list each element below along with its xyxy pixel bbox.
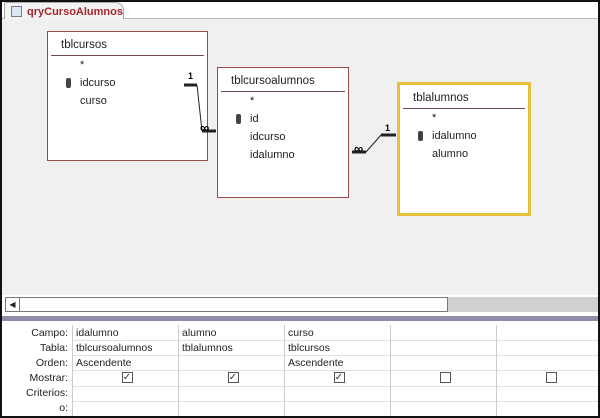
field-item[interactable]: * bbox=[80, 59, 85, 71]
grid-cell-mostrar: ✓ bbox=[179, 372, 284, 387]
field-item[interactable]: alumno bbox=[432, 148, 469, 160]
row-label-campo: Campo: bbox=[31, 327, 68, 339]
grid-cell-o[interactable] bbox=[73, 402, 178, 417]
table-box-tblalumnos[interactable]: tblalumnos * idalumno alumno bbox=[397, 82, 531, 216]
row-label-criterios: Criterios: bbox=[25, 387, 68, 399]
grid-cell-mostrar bbox=[391, 372, 496, 387]
field-item[interactable]: idcurso bbox=[250, 131, 286, 143]
show-checkbox[interactable]: ✓ bbox=[333, 372, 345, 383]
show-checkbox[interactable] bbox=[545, 372, 557, 383]
relationship-line-cursos[interactable] bbox=[184, 83, 216, 133]
grid-cell-criterios[interactable] bbox=[285, 387, 390, 402]
tab-title: qryCursoAlumnos bbox=[27, 5, 123, 18]
relationship-line-alumnos[interactable] bbox=[352, 133, 396, 154]
field-item[interactable]: idalumno bbox=[400, 127, 528, 145]
row-label-tabla: Tabla: bbox=[39, 342, 68, 354]
horizontal-scrollbar[interactable]: ◀ bbox=[5, 297, 448, 312]
show-checkbox[interactable] bbox=[439, 372, 451, 383]
grid-cell-campo[interactable]: curso bbox=[285, 326, 390, 341]
query-design-area[interactable]: tblcursos * idcurso curso tblcursoalumno… bbox=[2, 19, 598, 295]
table-title[interactable]: tblalumnos bbox=[403, 85, 525, 109]
one-label: 1 bbox=[385, 123, 390, 133]
scroll-left-arrow-icon[interactable]: ◀ bbox=[6, 298, 20, 311]
pane-splitter[interactable] bbox=[2, 316, 598, 321]
grid-cell-orden[interactable] bbox=[497, 356, 600, 371]
grid-cell-tabla[interactable] bbox=[497, 341, 600, 356]
show-checkbox[interactable]: ✓ bbox=[227, 372, 239, 383]
field-item[interactable]: * bbox=[432, 112, 437, 124]
many-label: ∞ bbox=[200, 120, 209, 135]
field-item[interactable]: id bbox=[218, 110, 348, 128]
field-item[interactable]: idalumno bbox=[250, 149, 295, 161]
grid-cell-criterios[interactable] bbox=[391, 387, 496, 402]
query-design-grid: Campo: Tabla: Orden: Mostrar: Criterios:… bbox=[2, 321, 600, 417]
relationship-lines: 1 ∞ ∞ 1 bbox=[184, 71, 396, 156]
scrollbar-track bbox=[448, 297, 598, 312]
grid-cell-mostrar bbox=[497, 372, 600, 387]
grid-cell-campo[interactable] bbox=[497, 326, 600, 341]
table-title[interactable]: tblcursoalumnos bbox=[221, 68, 345, 92]
grid-column bbox=[496, 325, 600, 417]
grid-cell-o[interactable] bbox=[285, 402, 390, 417]
grid-cell-criterios[interactable] bbox=[73, 387, 178, 402]
grid-cell-orden[interactable] bbox=[179, 356, 284, 371]
grid-column bbox=[390, 325, 496, 417]
grid-cell-tabla[interactable]: tblcursos bbox=[285, 341, 390, 356]
primary-key-icon bbox=[66, 78, 71, 88]
grid-cell-mostrar: ✓ bbox=[285, 372, 390, 387]
many-label: ∞ bbox=[354, 141, 363, 156]
row-label-orden: Orden: bbox=[35, 357, 68, 369]
grid-cell-o[interactable] bbox=[497, 402, 600, 417]
document-tab-bar: qryCursoAlumnos bbox=[2, 2, 598, 20]
grid-cell-criterios[interactable] bbox=[179, 387, 284, 402]
field-item[interactable]: idcurso bbox=[48, 74, 207, 92]
show-checkbox[interactable]: ✓ bbox=[121, 372, 133, 383]
grid-cell-criterios[interactable] bbox=[497, 387, 600, 402]
primary-key-icon bbox=[236, 114, 241, 124]
grid-cell-o[interactable] bbox=[391, 402, 496, 417]
grid-cell-orden[interactable]: Ascendente bbox=[285, 356, 390, 371]
grid-cell-campo[interactable]: alumno bbox=[179, 326, 284, 341]
grid-cell-tabla[interactable] bbox=[391, 341, 496, 356]
grid-cell-campo[interactable] bbox=[391, 326, 496, 341]
row-label-o: o: bbox=[59, 402, 68, 414]
grid-cell-tabla[interactable]: tblcursoalumnos bbox=[73, 341, 178, 356]
grid-cell-tabla[interactable]: tblalumnos bbox=[179, 341, 284, 356]
tab-query[interactable]: qryCursoAlumnos bbox=[4, 2, 124, 20]
one-label: 1 bbox=[188, 71, 193, 81]
table-title[interactable]: tblcursos bbox=[51, 32, 204, 56]
grid-cell-mostrar: ✓ bbox=[73, 372, 178, 387]
table-box-tblcursoalumnos[interactable]: tblcursoalumnos * id idcurso idalumno bbox=[217, 67, 349, 198]
field-item[interactable]: curso bbox=[80, 95, 107, 107]
primary-key-icon bbox=[418, 131, 423, 141]
table-box-tblcursos[interactable]: tblcursos * idcurso curso bbox=[47, 31, 208, 161]
row-label-mostrar: Mostrar: bbox=[29, 372, 68, 384]
grid-cell-campo[interactable]: idalumno bbox=[73, 326, 178, 341]
grid-cell-orden[interactable] bbox=[391, 356, 496, 371]
query-icon bbox=[11, 6, 23, 17]
grid-cell-o[interactable] bbox=[179, 402, 284, 417]
grid-cell-orden[interactable]: Ascendente bbox=[73, 356, 178, 371]
field-item[interactable]: * bbox=[250, 95, 255, 107]
